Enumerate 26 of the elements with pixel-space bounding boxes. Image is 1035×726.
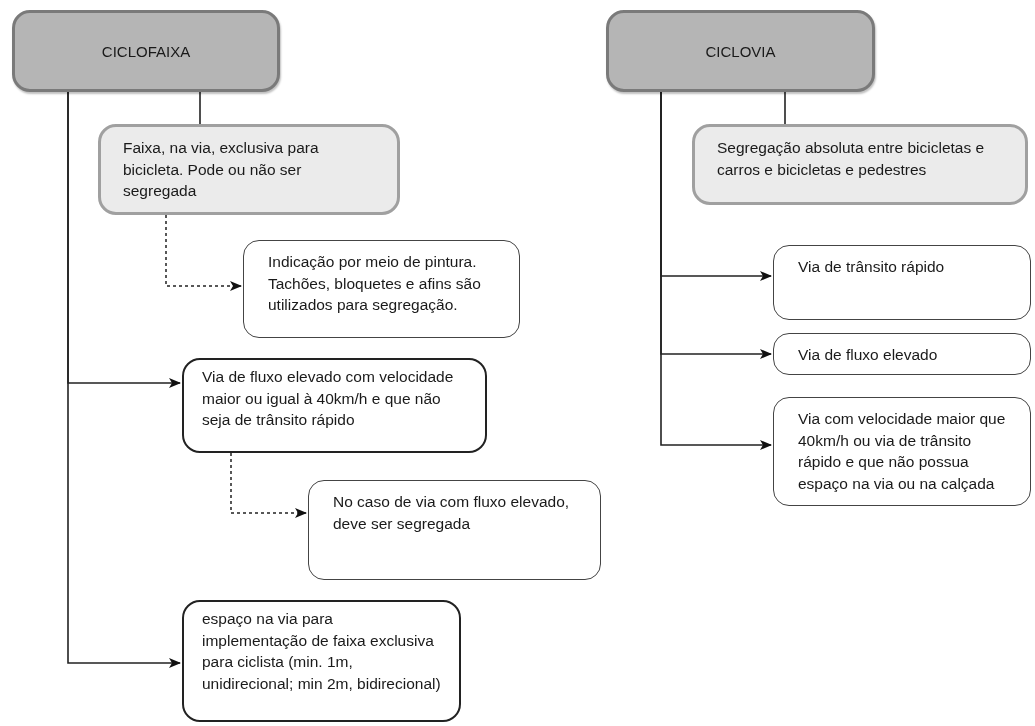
detail-box [773,333,1031,375]
box-text: Faixa, na via, exclusiva para bicicleta. Pode ou não ser segregada [123,138,320,202]
box-text: CICLOFAIXA [101,41,191,62]
category-box [12,10,280,92]
connector-arrow [165,214,242,291]
definition-box [98,124,400,215]
connector-arrow [67,91,181,668]
condition-box [182,358,487,453]
definition-box [692,124,1028,205]
box-text: Via de fluxo elevado [798,345,939,365]
category-box [606,10,875,92]
box-text: espaço na via para implementação de faixa exclusiva para ciclista (min. 1m, unidirecional; min 2m, bidirecional) [202,609,441,695]
box-text: Via com velocidade maior que 40km/h ou via de trânsito rápido e que não possua espaço na via ou na calçada [798,409,1006,495]
condition-box [182,600,461,722]
box-text: Indicação por meio de pintura. Tachões, bloquetes e afins são utilizados para segregação. [268,252,482,316]
box-text: No caso de via com fluxo elevado, deve ser segregada [333,492,571,534]
box-text: Segregação absoluta entre bicicletas e carros e bicicletas e pedestres [717,138,986,180]
detail-box [243,240,520,338]
detail-box [773,397,1031,506]
box-text: Via de fluxo elevado com velocidade maior ou igual à 40km/h e que não seja de trânsito rápido [202,367,455,431]
box-text: CICLOVIA [705,41,776,62]
connector-arrow [660,91,772,450]
box-text: Via de trânsito rápido [798,257,946,277]
connector-arrow [230,452,307,518]
detail-box [773,245,1031,320]
detail-box [308,480,601,580]
